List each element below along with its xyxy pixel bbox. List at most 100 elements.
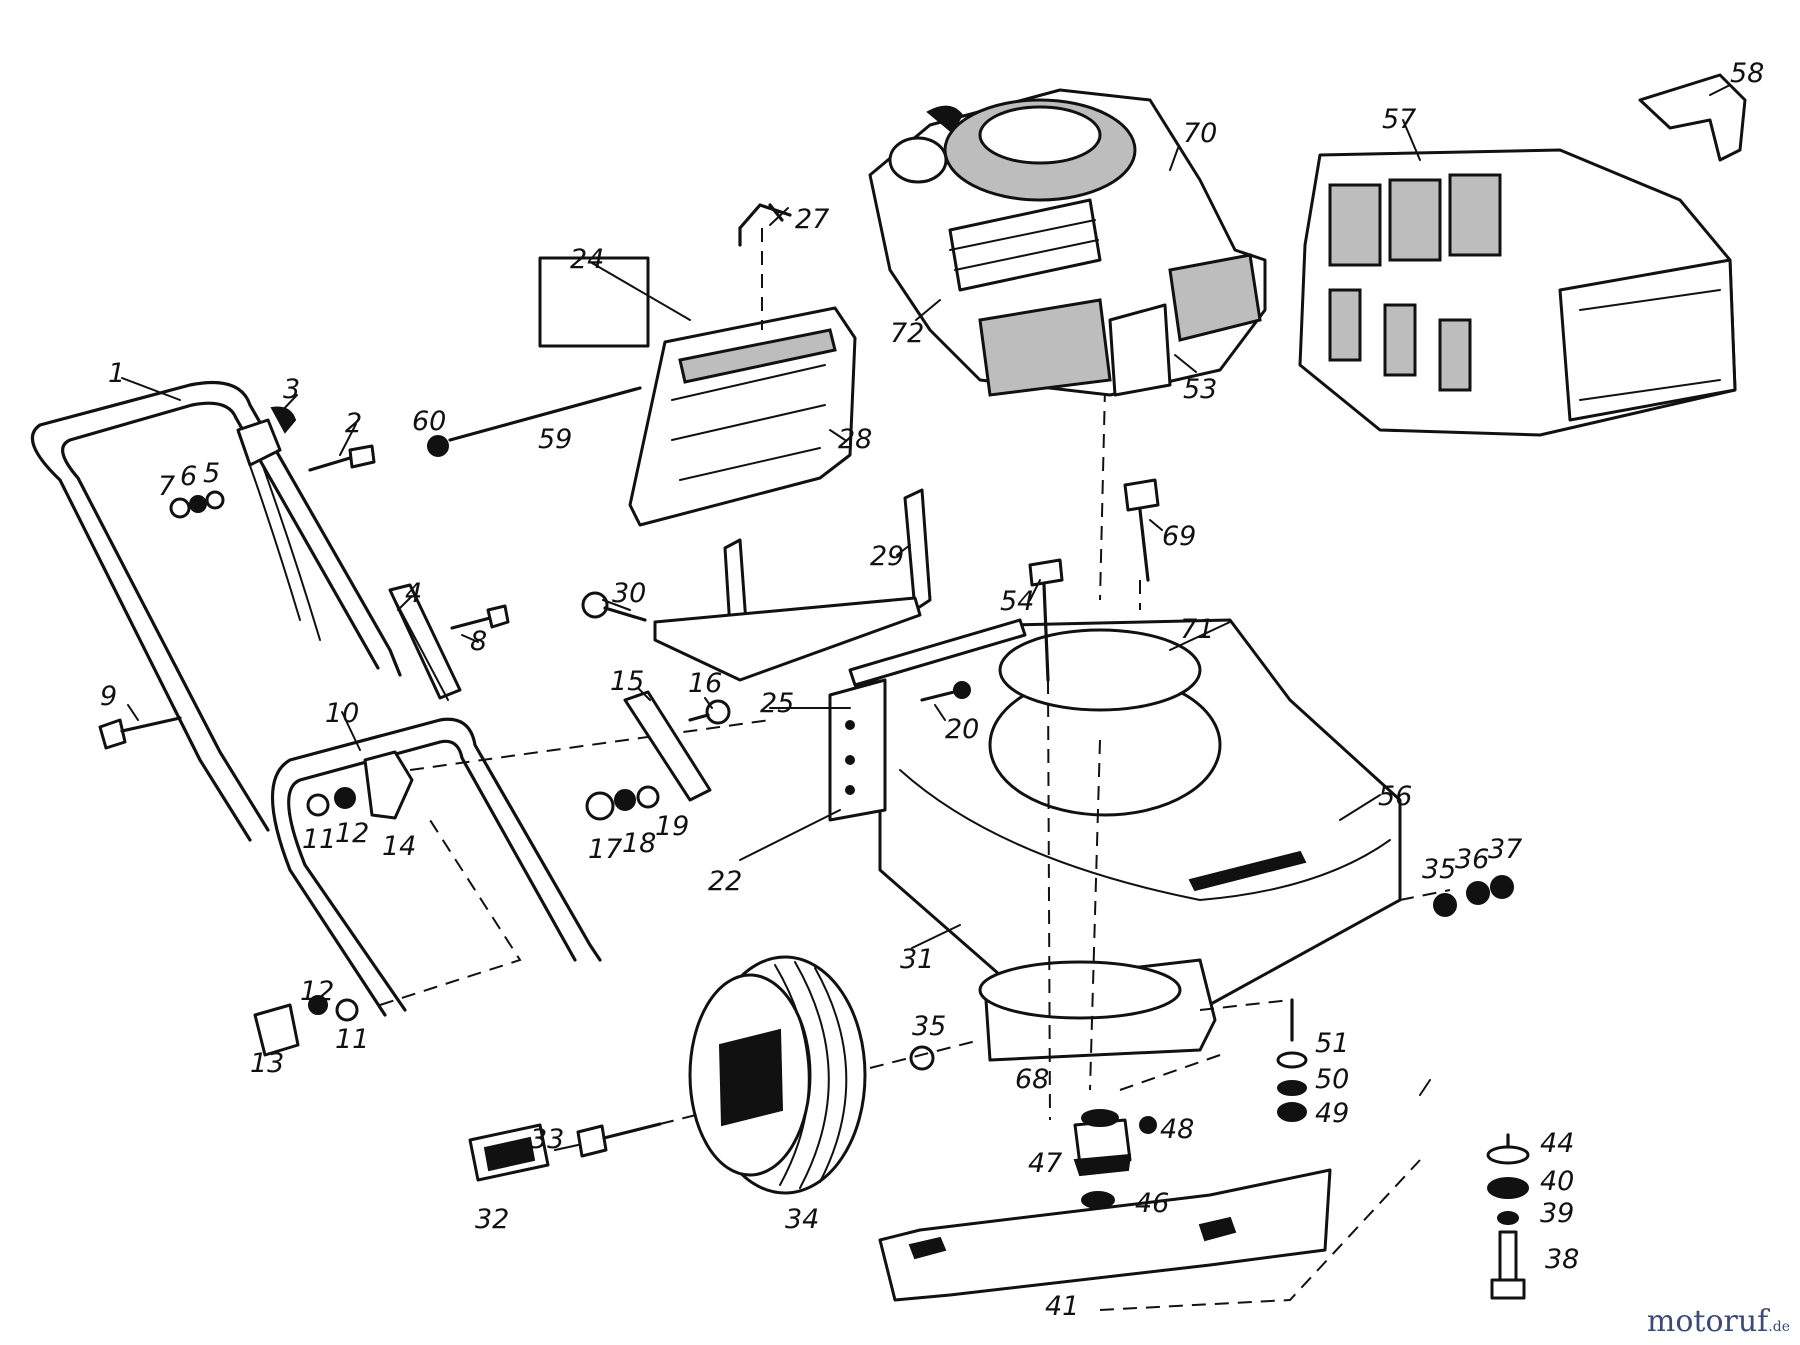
label-46: 46	[1135, 1188, 1169, 1219]
label-27: 27	[795, 204, 829, 235]
label-39: 39	[1540, 1198, 1574, 1229]
label-20: 20	[945, 714, 979, 745]
label-17: 17	[588, 834, 622, 865]
label-71: 71	[1180, 614, 1214, 645]
label-30: 30	[612, 578, 646, 609]
watermark-logo: motoruf.de	[1647, 1304, 1790, 1339]
bolt-8	[450, 604, 510, 630]
label-44: 44	[1540, 1128, 1574, 1159]
label-57: 57	[1382, 104, 1416, 135]
label-5: 5	[203, 458, 220, 489]
label-50: 50	[1315, 1064, 1349, 1095]
watermark-main: motoruf	[1646, 1304, 1769, 1339]
label-53: 53	[1183, 374, 1217, 405]
label-68: 68	[1015, 1064, 1049, 1095]
wheel-34	[688, 955, 867, 1195]
label-22: 22	[708, 866, 742, 897]
nuts-49-50-51	[1276, 998, 1308, 1122]
axle-bolt-33	[576, 1113, 701, 1158]
washer-46	[1081, 1191, 1115, 1209]
watermark-suffix: .de	[1768, 1319, 1790, 1335]
label-72: 72	[890, 318, 924, 349]
upper-handle	[30, 380, 402, 842]
label-38: 38	[1545, 1244, 1579, 1275]
label-59: 59	[538, 424, 572, 455]
bolt-9	[98, 716, 182, 750]
washers-17-18-19	[585, 785, 660, 821]
cable-lever-4	[388, 583, 462, 701]
bolt-20	[920, 681, 971, 702]
bolt-69	[1123, 478, 1160, 582]
washers-35-36-37	[1433, 875, 1514, 917]
label-11b: 11	[335, 1024, 369, 1055]
hubcap-32	[468, 1123, 550, 1182]
label-40: 40	[1540, 1166, 1574, 1197]
rear-flap-28	[628, 306, 857, 527]
bolt-30	[581, 591, 647, 622]
lower-handle	[270, 717, 771, 1017]
label-32: 32	[475, 1204, 509, 1235]
label-35a: 35	[1422, 854, 1456, 885]
label-12b: 12	[300, 976, 334, 1007]
label-18: 18	[622, 828, 656, 859]
grass-catcher-57	[1298, 148, 1737, 437]
spring-27	[738, 203, 792, 330]
handle-58	[1638, 73, 1747, 162]
label-35b: 35	[912, 1011, 946, 1042]
label-41: 41	[1045, 1291, 1079, 1322]
label-15: 15	[610, 666, 644, 697]
washer-35-wheel	[869, 1039, 981, 1071]
washers-5-6-7	[169, 490, 225, 519]
label-8: 8	[470, 626, 487, 657]
label-49: 49	[1315, 1098, 1349, 1129]
label-11a: 11	[302, 824, 336, 855]
engine	[868, 88, 1267, 397]
label-24: 24	[570, 244, 604, 275]
bolt-38	[1490, 1230, 1526, 1300]
label-4: 4	[405, 578, 422, 609]
label-36: 36	[1455, 844, 1489, 875]
label-16: 16	[688, 668, 722, 699]
key-48	[1139, 1116, 1157, 1134]
handle-clamp-3	[236, 406, 297, 467]
label-2: 2	[345, 408, 362, 439]
blade-41	[878, 1159, 1421, 1311]
hinge-bar-25	[848, 618, 1027, 687]
leader-lines	[121, 84, 1731, 1151]
label-37: 37	[1488, 834, 1522, 865]
bracket-29	[653, 488, 932, 682]
label-33: 33	[530, 1124, 564, 1155]
label-6: 6	[180, 461, 197, 492]
label-plate-24	[538, 256, 650, 348]
label-70: 70	[1183, 118, 1217, 149]
cap-13	[253, 1003, 300, 1057]
label-9: 9	[100, 681, 117, 712]
label-29: 29	[870, 541, 904, 572]
label-48: 48	[1160, 1114, 1194, 1145]
label-19: 19	[655, 811, 689, 842]
bolt-16	[688, 699, 731, 725]
label-69: 69	[1162, 521, 1196, 552]
hub-47	[1073, 1109, 1132, 1177]
label-58: 58	[1730, 58, 1764, 89]
guide-lines	[1047, 387, 1451, 1121]
washers-11-12	[306, 787, 359, 1022]
rod-59	[427, 386, 642, 457]
label-7: 7	[158, 471, 175, 502]
knob-14	[363, 750, 414, 820]
label-31: 31	[900, 944, 934, 975]
label-3: 3	[283, 374, 300, 405]
lever-15	[623, 690, 712, 802]
part-labels: 1 2 3 4 5 6 7 8 9 10 11 12 14 12 11 13 1…	[100, 58, 1764, 1322]
label-10: 10	[325, 698, 359, 729]
rear-plate-22	[828, 678, 887, 822]
label-28: 28	[838, 424, 872, 455]
label-56: 56	[1378, 781, 1412, 812]
washers-44-40-39	[1486, 1133, 1530, 1225]
label-47: 47	[1028, 1148, 1062, 1179]
label-25: 25	[760, 688, 794, 719]
label-54: 54	[1000, 586, 1034, 617]
lower-ring-68	[978, 958, 1217, 1062]
label-34: 34	[785, 1204, 819, 1235]
